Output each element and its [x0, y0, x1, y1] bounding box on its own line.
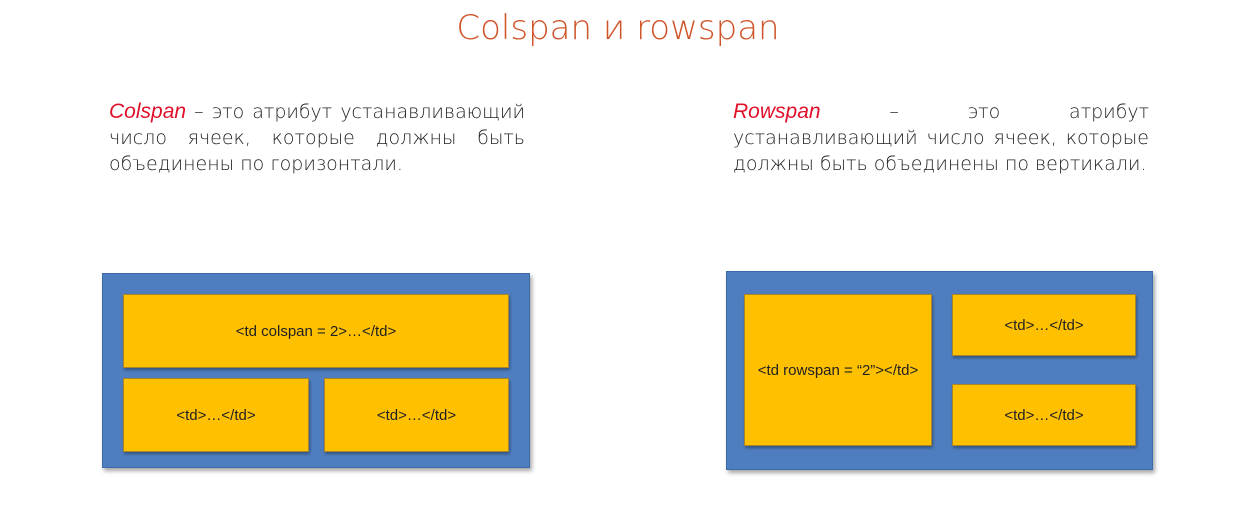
colspan-table-diagram: <td colspan = 2>…</td> <td>…</td> <td>…<… — [102, 273, 530, 468]
colspan-cell: <td colspan = 2>…</td> — [123, 294, 509, 368]
rowspan-definition: Rowspan – это атрибут устанавливающий чи… — [733, 99, 1149, 177]
colspan-definition: Colspan – это атрибут устанавливающий чи… — [109, 99, 525, 177]
rowspan-cell: <td rowspan = “2”></td> — [744, 294, 932, 446]
colspan-term: Colspan — [109, 100, 187, 123]
colspan-definition-text: – это атрибут устанавливающий число ячее… — [109, 101, 525, 175]
rowspan-term: Rowspan — [733, 100, 821, 123]
slide-title: Colspan и rowspan — [456, 8, 780, 48]
rowspan-table-diagram: <td rowspan = “2”></td> <td>…</td> <td>…… — [726, 271, 1153, 470]
bottom-left-cell: <td>…</td> — [123, 378, 309, 452]
top-right-cell: <td>…</td> — [952, 294, 1136, 356]
bottom-right-cell: <td>…</td> — [324, 378, 509, 452]
bottom-right-cell: <td>…</td> — [952, 384, 1136, 446]
rowspan-definition-text: – это атрибут устанавливающий число ячее… — [733, 101, 1149, 175]
